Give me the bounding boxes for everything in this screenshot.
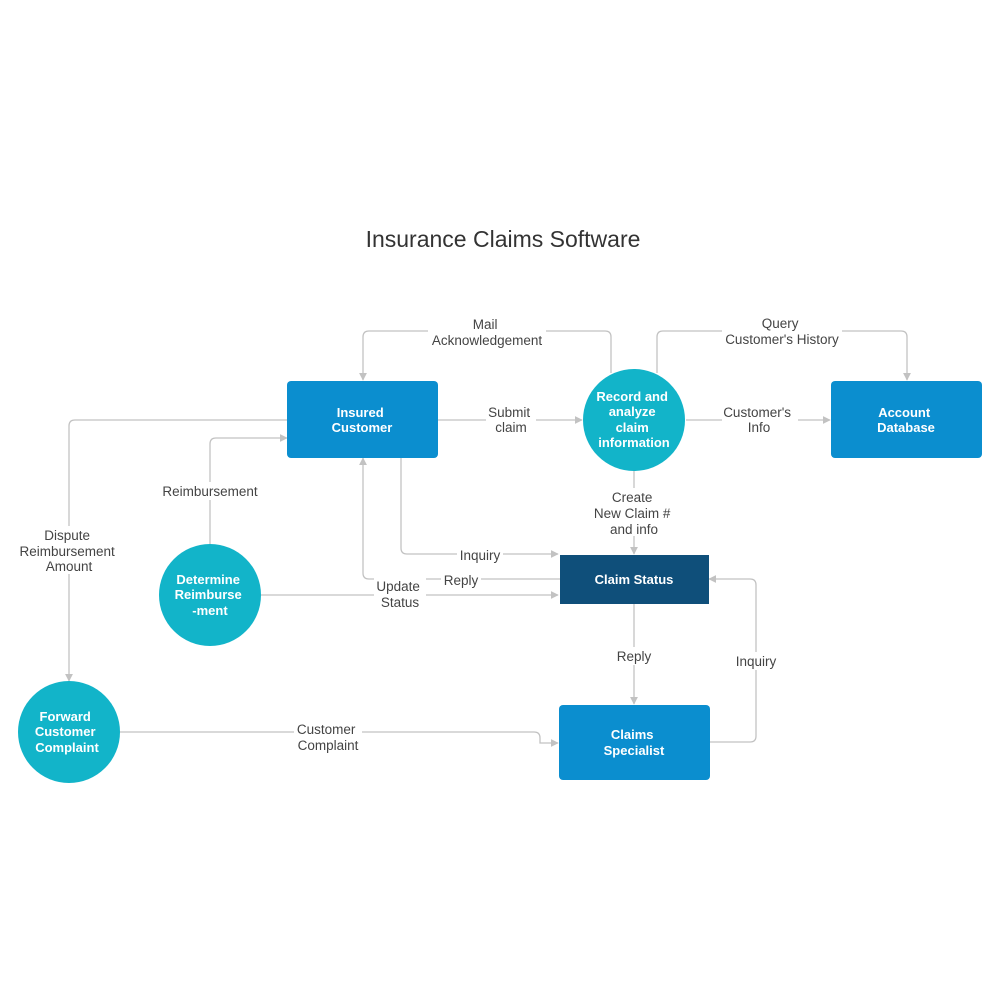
node-forward-customer-complaint[interactable]: Forward Customer Complaint [18, 681, 120, 783]
edge-label-reply-customer: Reply [444, 573, 479, 588]
svg-text:Determine Reimburse: Determine Reimburse -ment [175, 572, 246, 618]
svg-text:Claim Status: Claim Status [595, 572, 674, 587]
connectors [65, 330, 911, 747]
edge-label-update-status: Update Status [376, 579, 423, 610]
edge-label-create-new-claim: Create New Claim # and info [594, 490, 674, 537]
svg-text:Forward Customer C: Forward Customer Complaint [35, 709, 100, 755]
node-determine-reimbursement[interactable]: Determine Reimburse -ment [159, 544, 261, 646]
svg-text:Claims Specialist: Claims Specialist [604, 727, 665, 758]
node-account-database[interactable]: Account Database [831, 381, 982, 458]
svg-text:Account Database: Account Database [877, 405, 935, 435]
edge-label-inquiry-specialist: Inquiry [736, 654, 777, 669]
edge-label-reimbursement: Reimbursement [162, 484, 258, 499]
edge-label-customer-complaint: Customer Complaint [297, 722, 359, 753]
edge-label-submit-claim: Submit claim [488, 405, 534, 435]
node-claim-status[interactable]: Claim Status [560, 555, 709, 604]
edge-reply-customer [359, 457, 560, 580]
edge-label-query-customer-history: Query Customer's History [725, 316, 839, 347]
svg-text:Record and analyze: Record and analyze claim information [596, 389, 671, 450]
svg-text:Insured Customer: Insured Customer [332, 405, 393, 435]
edge-label-mail-acknowledgement: Mail Acknowledgement [432, 317, 543, 348]
edge-label-reply-specialist: Reply [617, 649, 652, 664]
node-insured-customer[interactable]: Insured Customer [287, 381, 438, 458]
edge-customer-complaint [119, 731, 559, 747]
connector-labels: Mail Acknowledgement Query Customer's Hi… [17, 316, 842, 753]
node-record-analyze-claim[interactable]: Record and analyze claim information [583, 369, 685, 471]
edge-label-dispute-reimbursement: Dispute Reimbursement Amount [19, 528, 118, 574]
edge-label-inquiry-customer: Inquiry [460, 548, 501, 563]
edge-inquiry-customer [400, 458, 559, 558]
diagram-title: Insurance Claims Software [366, 226, 641, 252]
edge-label-customers-info: Customer's Info [723, 405, 795, 435]
node-claims-specialist[interactable]: Claims Specialist [559, 705, 710, 780]
edge-reimbursement [209, 434, 288, 544]
edge-dispute-reimbursement [65, 419, 287, 682]
